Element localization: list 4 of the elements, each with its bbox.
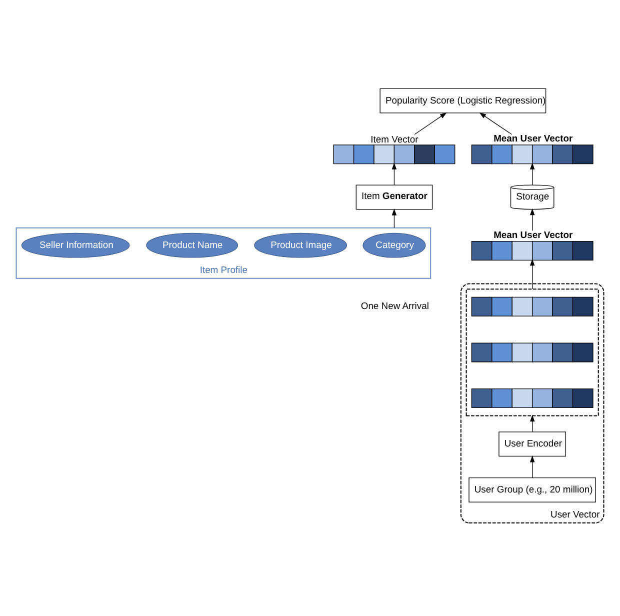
node-label: Item Vector [370, 132, 418, 144]
node-label: Mean User Vector [494, 228, 573, 240]
node-label: Mean User Vector [494, 132, 573, 144]
node-label: One New Arrival [360, 300, 429, 311]
